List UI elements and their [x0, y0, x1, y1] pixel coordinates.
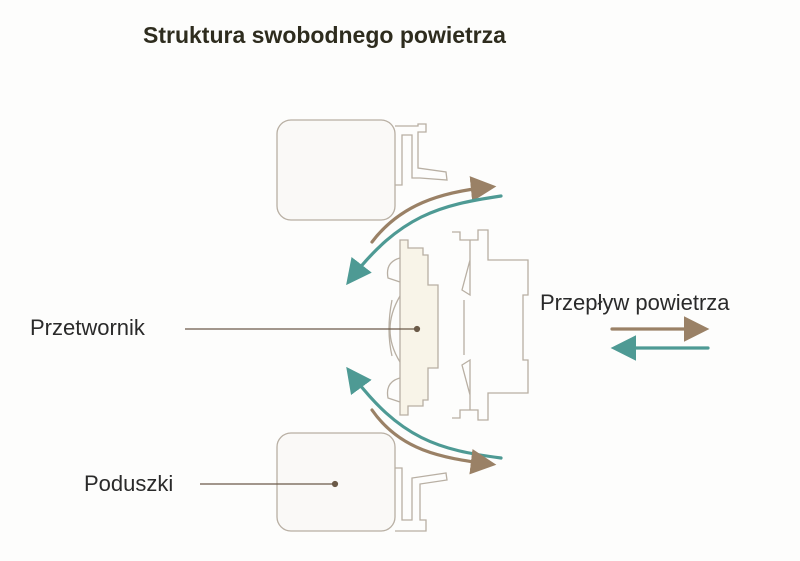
top-bracket — [395, 123, 448, 186]
outflow-arrow-bottom — [370, 408, 497, 475]
label-transducer: Przetwornik — [30, 315, 145, 340]
transducer-domes — [386, 257, 401, 403]
cushion-leader-dot — [331, 480, 339, 488]
right-frame — [452, 229, 529, 421]
outflow-arrow-top — [370, 176, 497, 244]
top-cushion — [276, 119, 396, 221]
label-airflow: Przepływ powietrza — [540, 290, 730, 315]
inflow-arrow-top — [346, 194, 503, 286]
bottom-bracket — [395, 467, 448, 532]
transducer-leader-dot — [413, 325, 421, 333]
label-cushions: Poduszki — [84, 471, 174, 496]
diagram-title: Struktura swobodnego powietrza — [143, 22, 506, 48]
